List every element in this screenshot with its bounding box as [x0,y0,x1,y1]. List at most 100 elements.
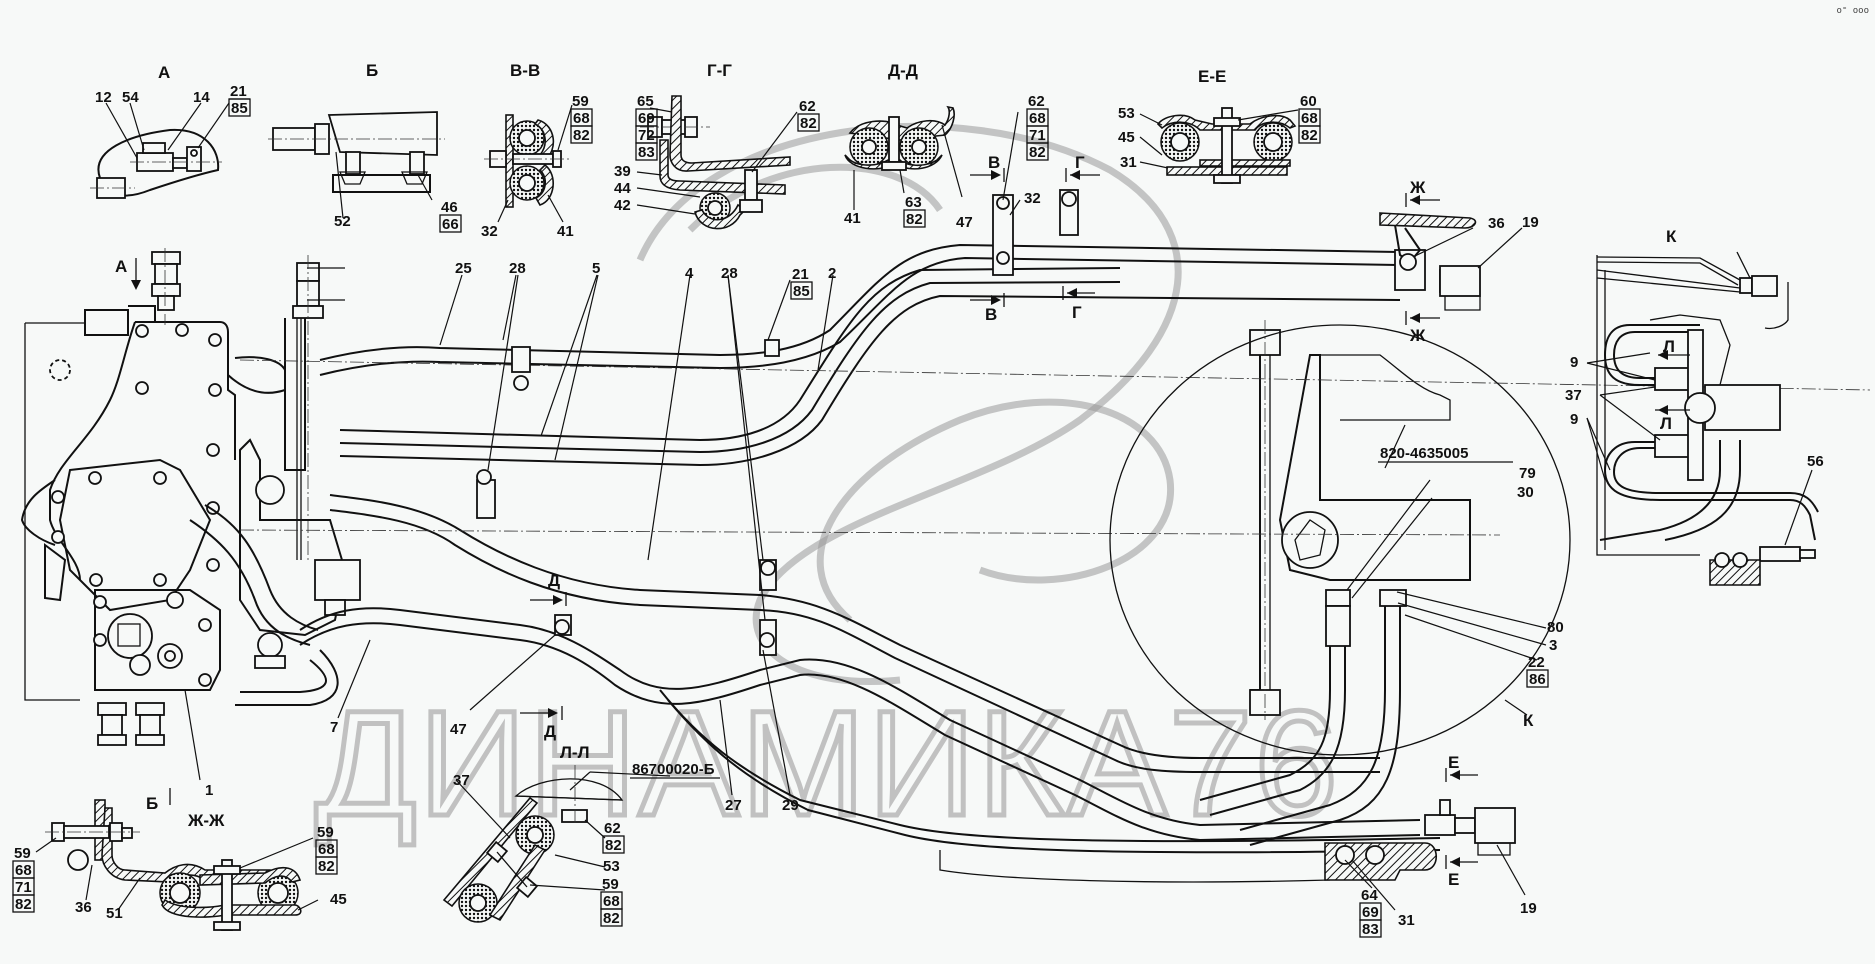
marker-d-bottom: Д [544,722,556,741]
callout-44: 44 [614,180,631,197]
svg-text:71: 71 [1029,127,1046,144]
svg-text:62: 62 [799,98,816,115]
callout-42: 42 [614,197,631,214]
marker-l-bottom: Л [1660,414,1672,433]
svg-text:82: 82 [1301,127,1318,144]
svg-text:86: 86 [1529,671,1546,688]
svg-text:63: 63 [905,194,922,211]
marker-e-bottom: Е [1448,870,1459,889]
callout-36-zh: 36 [75,899,92,916]
svg-text:85: 85 [793,283,810,300]
view-dd: Д-Д 41 47 63 82 [844,61,973,231]
marker-zh-top: Ж [1409,178,1426,197]
callout-54: 54 [122,89,139,106]
callout-36-main: 36 [1488,215,1505,232]
svg-text:66: 66 [442,216,459,233]
callout-28-a: 28 [509,260,526,277]
section-arrows: Д Д В В Г Г Ж Ж Е [146,153,1534,889]
callout-37-ll: 37 [453,772,470,789]
callout-32-main: 32 [1024,190,1041,207]
callout-stack-59-68-82-zh: 59 68 82 [315,824,338,875]
pump-body [58,458,212,612]
leader-lines [184,111,1547,911]
svg-text:59: 59 [572,93,589,110]
callout-53-ll: 53 [603,858,620,875]
callout-52: 52 [334,213,351,230]
marker-zh-bottom: Ж [1409,326,1426,345]
svg-text:62: 62 [1028,93,1045,110]
bolt-holes [51,323,222,687]
callout-stack-22-86: 22 86 [1526,654,1549,688]
svg-text:68: 68 [1029,110,1046,127]
callout-5: 5 [592,260,600,277]
view-gg: Г-Г 65 69 72 83 39 44 42 62 8 [614,61,820,230]
svg-text:59: 59 [14,845,31,862]
svg-text:60: 60 [1300,93,1317,110]
callout-47-main: 47 [450,721,467,738]
callout-29: 29 [782,797,799,814]
marker-e-top: Е [1448,753,1459,772]
part-number-820: 820-4635005 [1378,445,1513,463]
view-zhzh: Ж-Ж 59 68 71 82 36 51 4 [12,799,347,931]
marker-d-top: Д [548,571,560,590]
callout-80: 80 [1547,619,1564,636]
marker-a: А [115,257,127,276]
svg-text:82: 82 [15,896,32,913]
callout-53-ee: 53 [1118,105,1135,122]
detail-circle-k [1109,324,1571,756]
svg-text:83: 83 [638,144,655,161]
marker-b: Б [146,794,158,813]
callout-stack-59-68-82-ll: 59 68 82 [600,876,623,927]
view-title-b: Б [366,61,378,80]
svg-text:69: 69 [1362,904,1379,921]
callout-9-upper: 9 [1570,354,1578,371]
svg-text:82: 82 [605,837,622,854]
view-title-dd: Д-Д [888,61,918,80]
svg-text:72: 72 [638,127,655,144]
view-b: Б 52 46 66 [268,61,462,233]
callout-stack-62-82-ll: 62 82 [602,820,625,854]
callout-28-b: 28 [721,265,738,282]
svg-text:85: 85 [231,100,248,117]
svg-text:64: 64 [1361,887,1378,904]
callout-51: 51 [106,905,123,922]
callout-32: 32 [481,223,498,240]
callout-stack-21-85: 21 85 [228,83,251,117]
svg-text:65: 65 [637,93,654,110]
callout-30: 30 [1517,484,1534,501]
view-vv: В-В 32 41 59 68 82 [481,61,593,240]
callout-37: 37 [1565,387,1582,404]
callout-stack-59-68-82: 59 68 82 [570,93,593,144]
view-k: К Л Л 9 3 [1565,227,1824,586]
callout-27: 27 [725,797,742,814]
svg-text:22: 22 [1528,654,1545,671]
callout-stack-62-82-gg: 62 82 [797,98,820,132]
svg-text:59: 59 [602,876,619,893]
svg-text:69: 69 [638,110,655,127]
svg-text:82: 82 [1029,144,1046,161]
svg-text:68: 68 [603,893,620,910]
svg-text:71: 71 [15,879,32,896]
callout-stack-60-68-82: 60 68 82 [1298,93,1321,144]
watermark-text: ДИНАМИКА76 [315,679,1340,847]
callout-4: 4 [685,265,694,282]
view-title-ll: Л-Л [560,743,590,762]
svg-text:21: 21 [230,83,247,100]
svg-text:21: 21 [792,266,809,283]
svg-text:62: 62 [604,820,621,837]
svg-text:82: 82 [906,211,923,228]
callout-19-bottom: 19 [1520,900,1537,917]
callout-stack-46-66: 46 66 [439,199,462,233]
view-title-a: А [158,63,170,82]
marker-v-bottom: В [985,305,997,324]
view-title-k: К [1666,227,1677,246]
view-title-vv: В-В [510,61,540,80]
marker-l-top: Л [1663,337,1675,356]
part-number-ll: 86700020-Б [630,761,720,779]
part-number-main: 820-4635005 [1380,445,1468,462]
callout-45-zh: 45 [330,891,347,908]
callout-stack-21-85-main: 21 85 [790,266,813,300]
callout-12: 12 [95,89,112,106]
callout-79: 79 [1519,465,1536,482]
